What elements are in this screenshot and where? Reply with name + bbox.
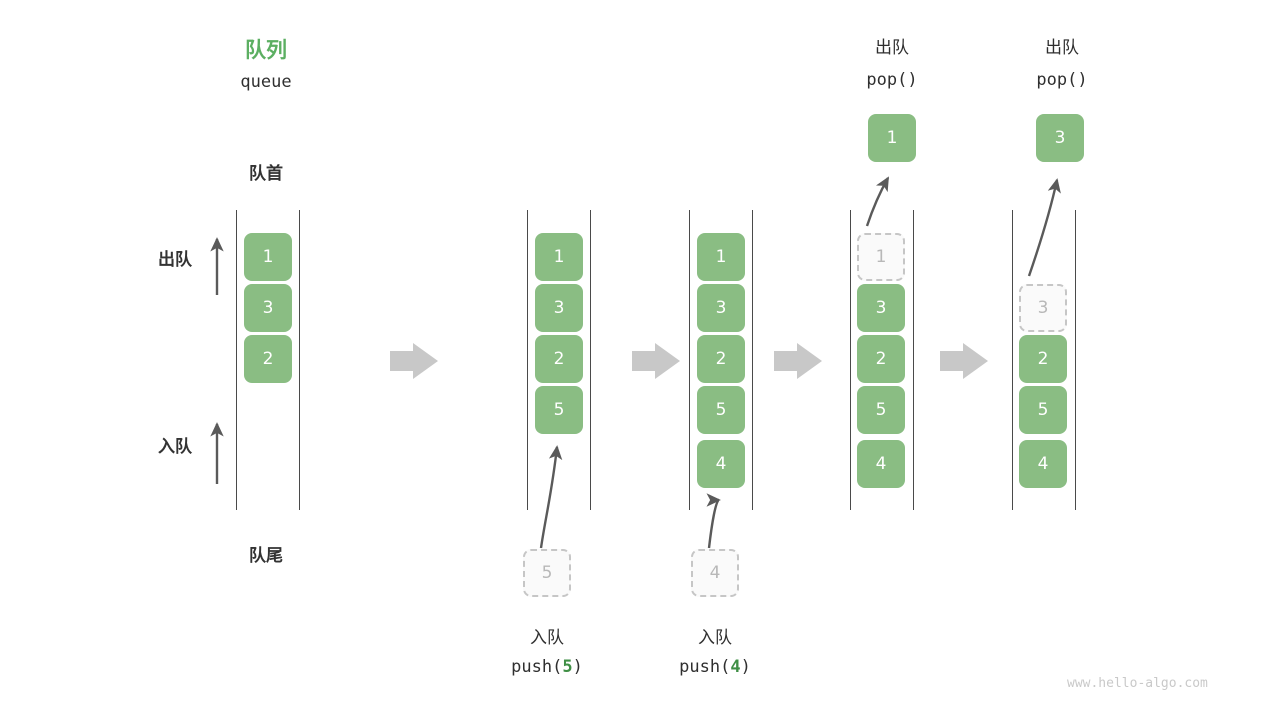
push5-incoming-arrow — [539, 445, 563, 549]
queue-cell-removed: 3 — [1019, 284, 1067, 332]
rear-label: 队尾 — [249, 546, 283, 566]
transition-arrow-3 — [774, 343, 822, 379]
transition-arrow-2 — [632, 343, 680, 379]
queue-cell: 1 — [535, 233, 583, 281]
queue-cell: 5 — [535, 386, 583, 434]
queue-cell: 1 — [697, 233, 745, 281]
queue-cell: 2 — [697, 335, 745, 383]
queue-cell: 2 — [857, 335, 905, 383]
push5-code-value: 5 — [562, 657, 573, 677]
incoming-value-ghost: 5 — [523, 549, 571, 597]
stage-push5-rail-left — [527, 210, 528, 510]
stage-push4-rail-left — [689, 210, 690, 510]
queue-title-cn: 队列 — [245, 38, 287, 62]
popped-value-cell: 1 — [868, 114, 916, 162]
stage-push5-rail-right — [590, 210, 591, 510]
pop1-title-code: pop() — [866, 70, 918, 90]
queue-cell: 3 — [535, 284, 583, 332]
pop3-title-code: pop() — [1036, 70, 1088, 90]
watermark: www.hello-algo.com — [1067, 676, 1208, 691]
queue-cell: 2 — [244, 335, 292, 383]
queue-cell: 1 — [244, 233, 292, 281]
pop1-title-cn: 出队 — [875, 38, 909, 58]
stage-pop1-rail-left — [850, 210, 851, 510]
stage-initial-rail-right — [299, 210, 300, 510]
push4-incoming-arrow — [706, 493, 721, 549]
queue-cell: 5 — [697, 386, 745, 434]
push5-code-suffix: ) — [572, 657, 583, 677]
push4-op-code: push(4) — [635, 657, 795, 677]
queue-cell: 4 — [857, 440, 905, 488]
transition-arrow-4 — [940, 343, 988, 379]
push4-code-suffix: ) — [740, 657, 751, 677]
queue-cell: 5 — [1019, 386, 1067, 434]
stage-push4-rail-right — [752, 210, 753, 510]
queue-cell-removed: 1 — [857, 233, 905, 281]
pop3-title-cn: 出队 — [1045, 38, 1079, 58]
pop1-outgoing-arrow — [865, 176, 890, 227]
queue-title-en: queue — [240, 72, 292, 92]
front-label: 队首 — [249, 164, 283, 184]
push5-op-cn: 入队 — [530, 628, 564, 648]
push4-code-prefix: push( — [679, 657, 731, 677]
stage-pop1-rail-right — [913, 210, 914, 510]
incoming-value-ghost: 4 — [691, 549, 739, 597]
enqueue-side-label: 入队 — [158, 437, 192, 457]
popped-value-cell: 3 — [1036, 114, 1084, 162]
queue-cell: 2 — [1019, 335, 1067, 383]
stage-pop3-rail-left — [1012, 210, 1013, 510]
push4-op-cn: 入队 — [698, 628, 732, 648]
transition-arrow-1 — [390, 343, 438, 379]
push5-op-code: push(5) — [467, 657, 627, 677]
push4-code-value: 4 — [730, 657, 741, 677]
pop3-outgoing-arrow — [1027, 178, 1061, 277]
dequeue-side-label: 出队 — [158, 250, 192, 270]
push5-code-prefix: push( — [511, 657, 563, 677]
queue-cell: 4 — [697, 440, 745, 488]
queue-cell: 3 — [244, 284, 292, 332]
queue-cell: 3 — [697, 284, 745, 332]
stage-pop3-rail-right — [1075, 210, 1076, 510]
stage-initial-rail-left — [236, 210, 237, 510]
queue-cell: 4 — [1019, 440, 1067, 488]
queue-cell: 5 — [857, 386, 905, 434]
queue-cell: 3 — [857, 284, 905, 332]
queue-cell: 2 — [535, 335, 583, 383]
